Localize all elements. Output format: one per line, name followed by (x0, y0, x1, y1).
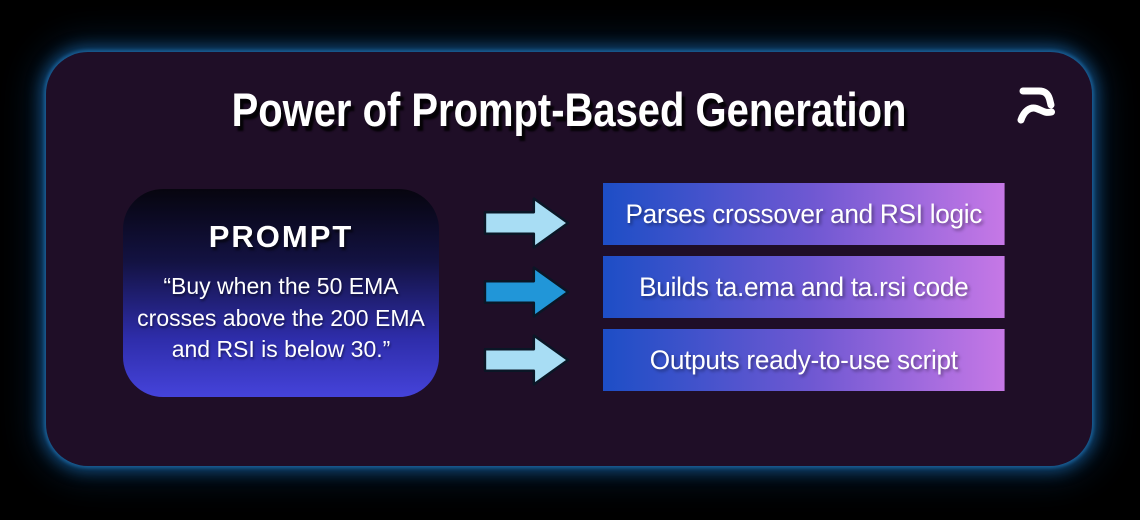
prompt-card: PROMPT “Buy when the 50 EMA crosses abov… (123, 189, 439, 397)
prompt-card-heading: PROMPT (208, 219, 354, 254)
output-step-parses: Parses crossover and RSI logic (603, 183, 1005, 245)
prompt-card-body: “Buy when the 50 EMA crosses above the 2… (137, 273, 425, 363)
right-arrow-icon (483, 197, 570, 249)
output-step-builds: Builds ta.ema and ta.rsi code (603, 256, 1005, 318)
main-panel: Power of Prompt-Based Generation PROMPT … (46, 52, 1092, 466)
page-title: Power of Prompt-Based Generation (231, 83, 907, 136)
brand-logo-icon (1015, 80, 1059, 124)
right-arrow-icon (483, 266, 570, 318)
right-arrow-icon (483, 334, 570, 386)
output-step-outputs: Outputs ready-to-use script (603, 329, 1005, 391)
